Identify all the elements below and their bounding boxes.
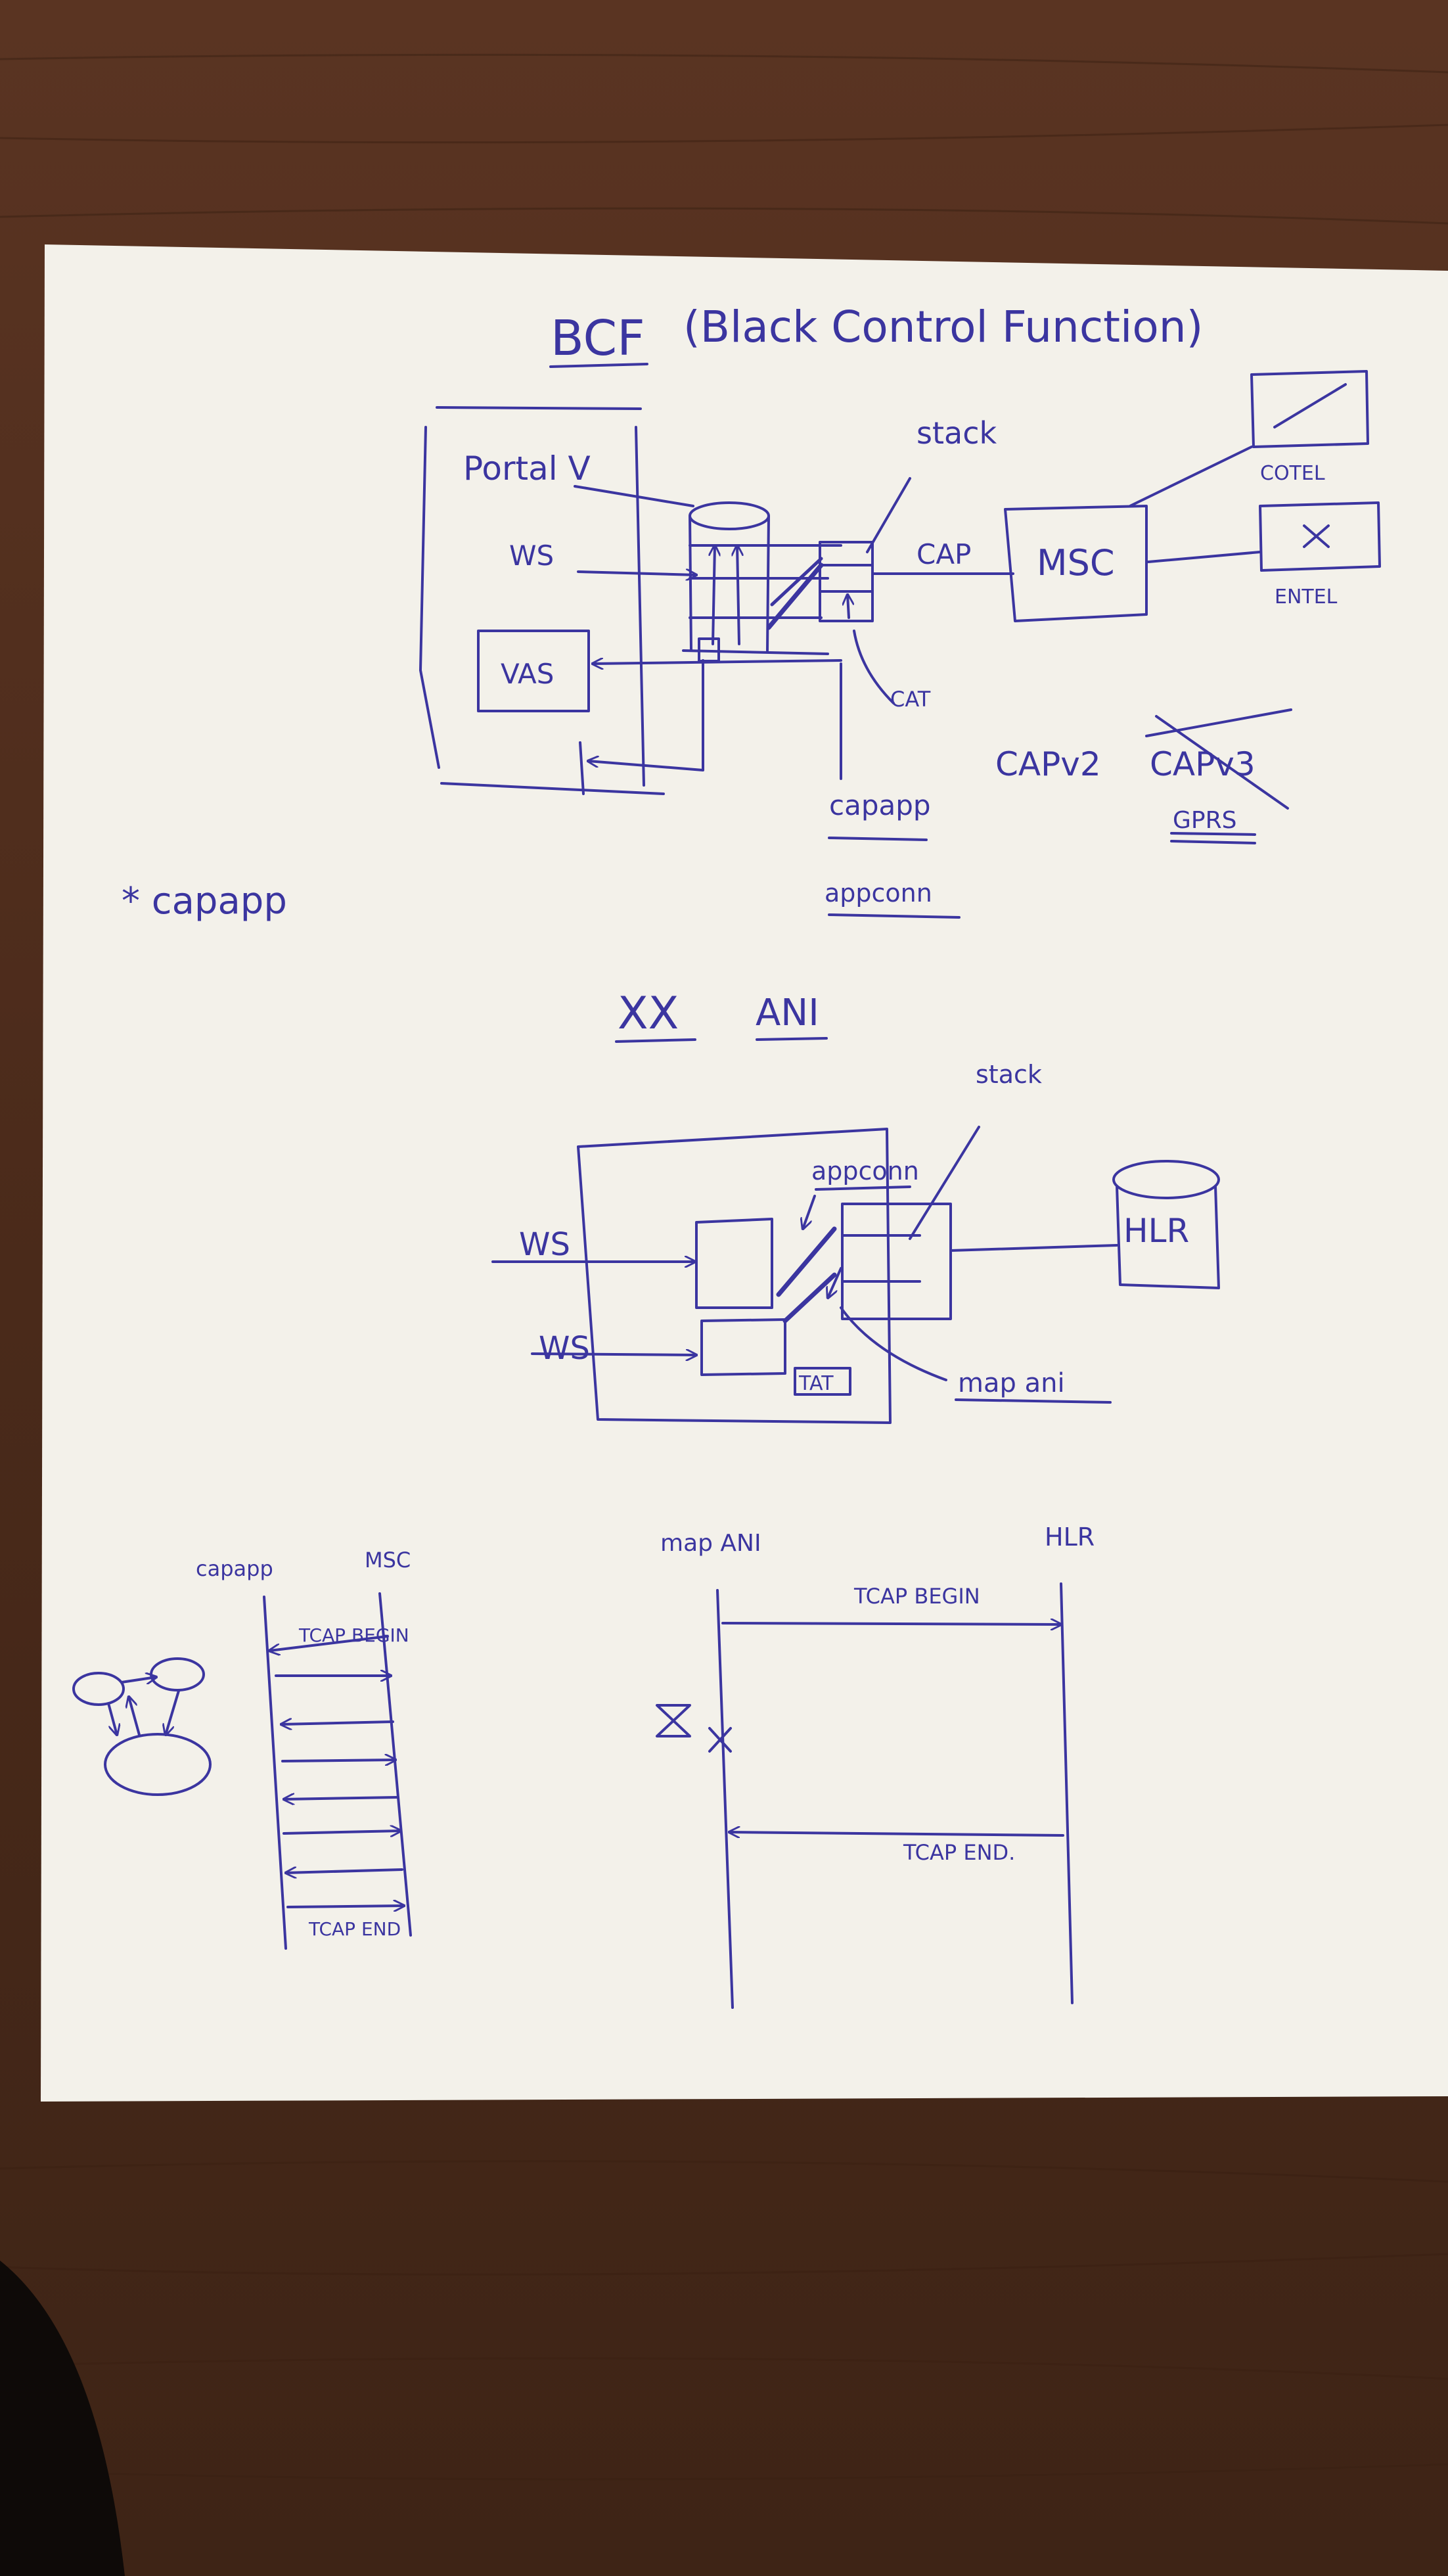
stack-label: stack	[916, 415, 997, 451]
cap-label: CAP	[916, 538, 971, 570]
capapp-note: * capapp	[122, 880, 287, 923]
seq-right-mapani: map ANI	[660, 1530, 761, 1557]
portal-label: Portal V	[463, 449, 591, 488]
gprs-label: GPRS	[1173, 807, 1236, 834]
vas-label: VAS	[501, 658, 554, 690]
bcf-title-rest: (Black Control Function)	[683, 302, 1203, 352]
capv2-label: CAPv2	[995, 745, 1101, 783]
capv3-label: CAPv3	[1150, 745, 1256, 783]
ani-appconn-label: appconn	[811, 1157, 919, 1185]
seq-right-hlr: HLR	[1045, 1523, 1095, 1552]
ani-stack-label: stack	[976, 1060, 1042, 1089]
seq-left-capapp: capapp	[196, 1556, 273, 1581]
hlr-box-label: HLR	[1123, 1212, 1189, 1250]
seq-left-tcap-end: TCAP END	[308, 1918, 401, 1940]
seq-left-tcap-begin: TCAP BEGIN	[298, 1624, 409, 1646]
coltel-label: COTEL	[1260, 462, 1325, 485]
ani-ws2-label: WS	[539, 1330, 590, 1367]
ani-ws1-label: WS	[519, 1226, 570, 1263]
ani-title-xx: XX	[618, 988, 679, 1040]
capapp-label: capapp	[829, 789, 931, 821]
seq-right-tcap-begin: TCAP BEGIN	[853, 1584, 980, 1609]
appconn-label: appconn	[825, 879, 932, 908]
seq-right-tcap-end: TCAP END.	[903, 1840, 1015, 1865]
ws-label: WS	[509, 540, 554, 572]
entel-label: ENTEL	[1275, 586, 1338, 609]
msc-label: MSC	[1037, 542, 1115, 584]
bcf-title: BCF	[551, 310, 645, 367]
cat-label: CAT	[890, 687, 931, 712]
tat-label: TAT	[798, 1372, 834, 1395]
paper-sheet	[41, 244, 1448, 2102]
mapani-label: map ani	[958, 1368, 1065, 1398]
seq-left-msc: MSC	[365, 1548, 411, 1573]
ani-title: ANI	[756, 992, 819, 1034]
